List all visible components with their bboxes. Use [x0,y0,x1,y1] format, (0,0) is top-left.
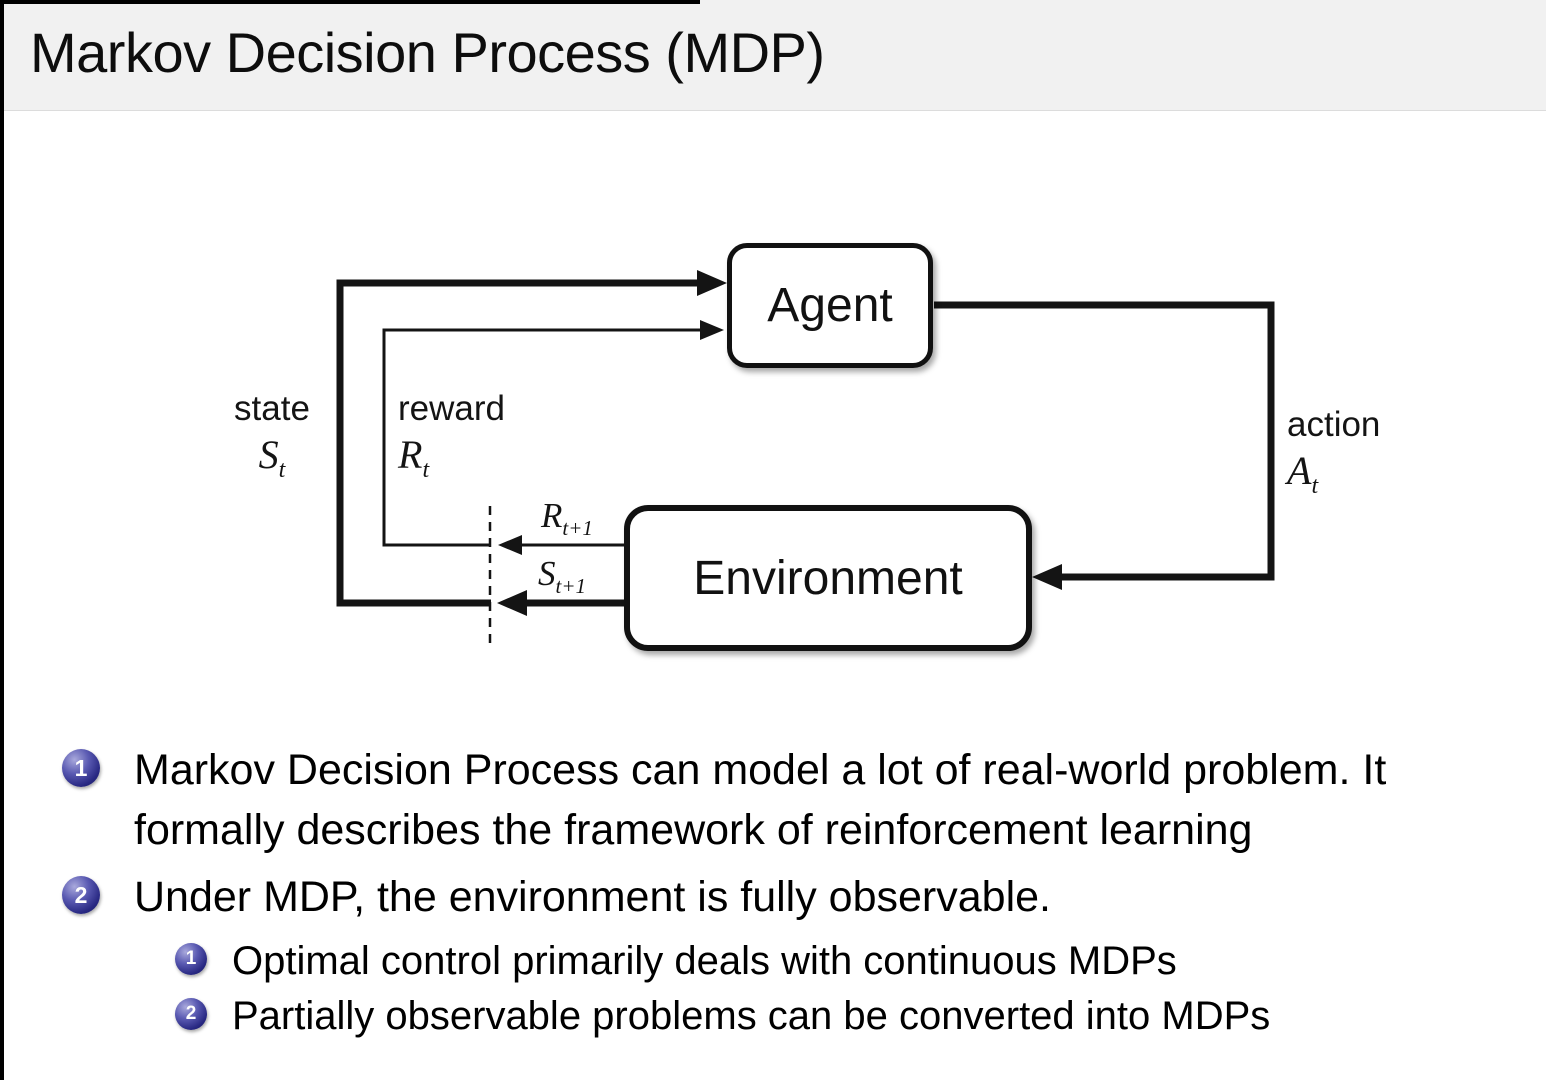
bullet-text: Markov Decision Process can model a lot … [134,746,1387,854]
action-symbol: At [1287,448,1319,499]
slide-header: Markov Decision Process (MDP) [0,0,1546,111]
next-reward-symbol: Rt+1 [541,496,593,540]
bullet-list: 1 Markov Decision Process can model a lo… [62,740,1494,1045]
reward-label-group: reward Rt [398,386,538,483]
environment-box: Environment [624,505,1032,651]
state-symbol: St [258,432,286,483]
bullet-number-badge: 2 [62,876,100,914]
action-label: action [1287,405,1381,444]
bullet-text: Partially observable problems can be con… [232,994,1271,1038]
page-edge-left [0,0,4,1080]
list-item: 1 Optimal control primarily deals with c… [175,935,1494,988]
list-item: 2 Under MDP, the environment is fully ob… [62,867,1494,927]
bullet-text: Optimal control primarily deals with con… [232,939,1177,983]
sub-bullet-list: 1 Optimal control primarily deals with c… [175,935,1494,1043]
reward-label: reward [398,389,505,428]
action-label-group: action At [1287,402,1427,499]
list-item: 1 Markov Decision Process can model a lo… [62,740,1494,860]
reward-symbol: Rt [398,432,430,483]
next-state-symbol: St+1 [538,554,587,598]
bullet-text: Under MDP, the environment is fully obse… [134,873,1051,921]
page-title: Markov Decision Process (MDP) [30,21,825,84]
environment-box-label: Environment [693,551,963,605]
bullet-number-badge: 1 [175,943,207,975]
state-label-group: state St [222,386,322,483]
list-item: 2 Partially observable problems can be c… [175,990,1494,1043]
agent-box: Agent [727,243,933,368]
bullet-number-badge: 1 [62,749,100,787]
bullet-number-badge: 2 [175,998,207,1030]
agent-box-label: Agent [767,279,893,332]
page-edge-top [0,0,700,4]
state-label: state [234,389,310,428]
